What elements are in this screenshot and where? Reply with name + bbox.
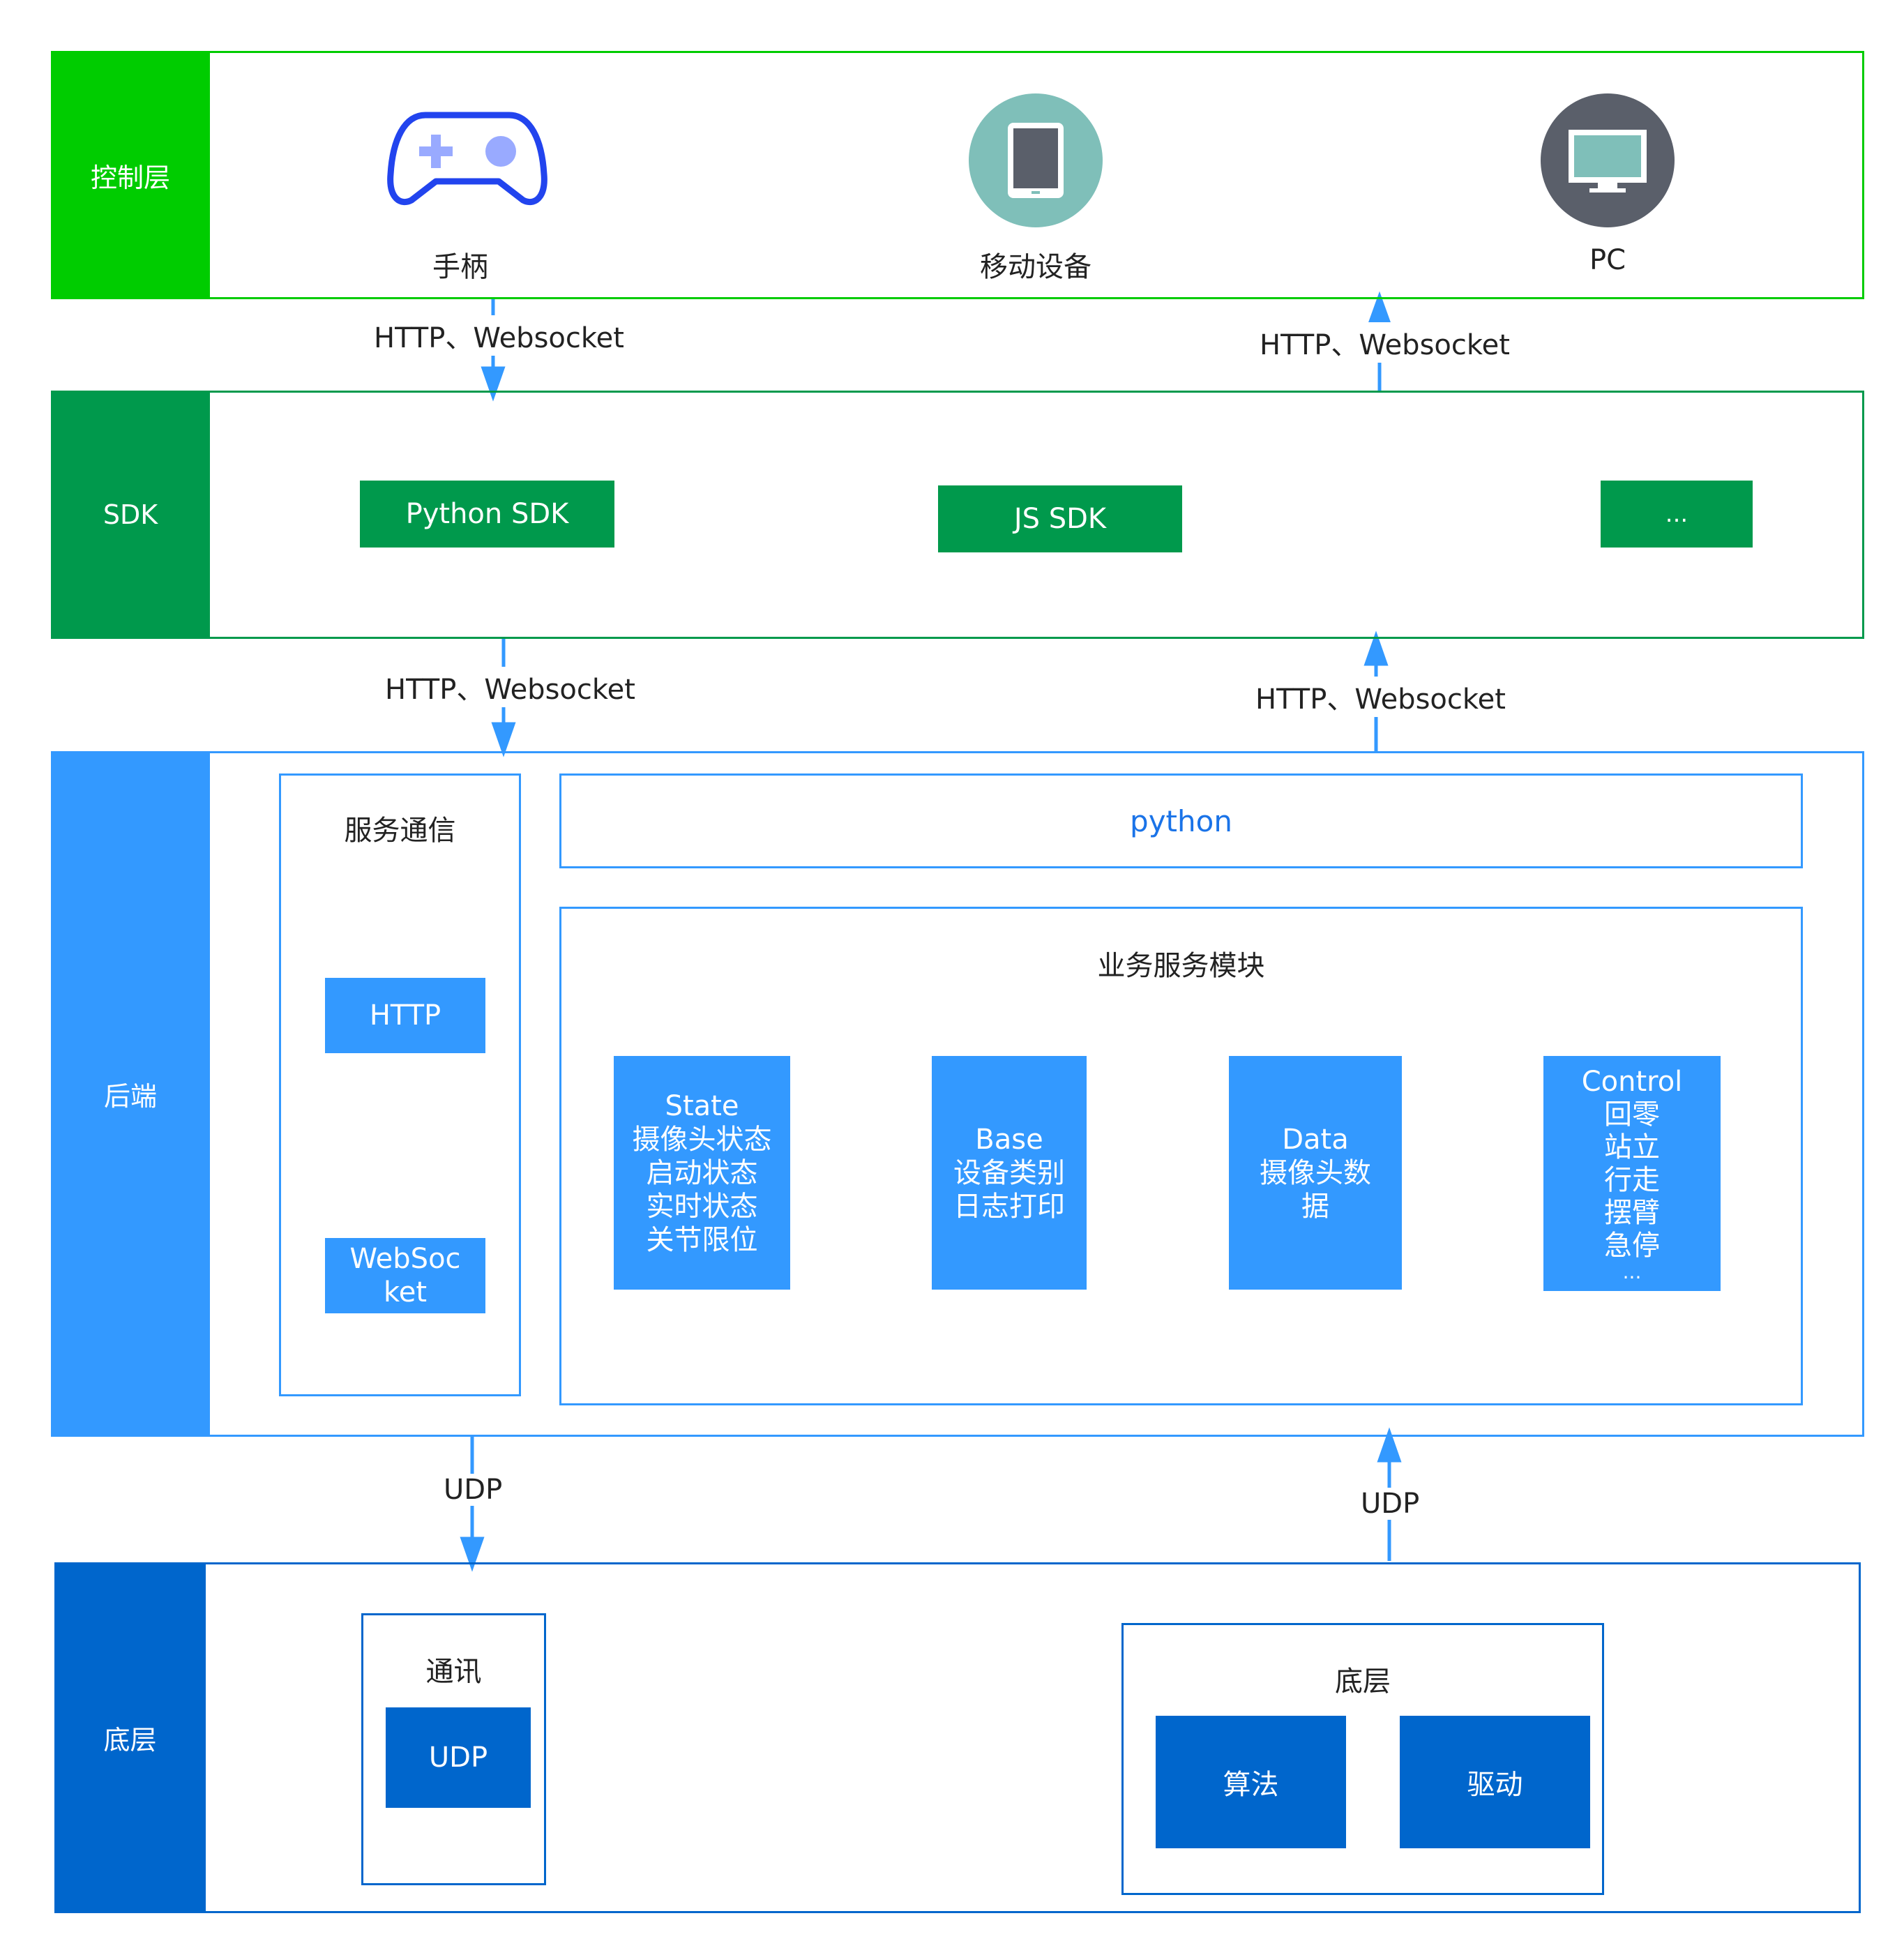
module-control-line: 急停: [1604, 1229, 1660, 1262]
business-modules-box: [559, 907, 1803, 1405]
device-label-mobile: 移动设备: [980, 251, 1091, 283]
control-layer-label: 控制层: [51, 51, 210, 299]
module-state-line: 实时状态: [646, 1190, 758, 1223]
service-comm-title: 服务通信: [344, 815, 456, 847]
websocket-line-1: WebSoc: [349, 1243, 461, 1275]
js-sdk-box: JS SDK: [938, 485, 1182, 552]
bottom-layer-label: 底层: [54, 1562, 206, 1913]
module-control-line: Control: [1581, 1065, 1683, 1098]
websocket-line-2: ket: [383, 1276, 428, 1308]
module-state: State 摄像头状态 启动状态 实时状态 关节限位: [614, 1056, 790, 1290]
bottom-comm-title: 通讯: [425, 1656, 482, 1688]
business-modules-title: 业务服务模块: [1097, 950, 1265, 982]
algorithm-box: 算法: [1156, 1716, 1346, 1848]
gamepad-icon: [387, 112, 547, 206]
module-state-line: 摄像头状态: [632, 1123, 772, 1156]
driver-box: 驱动: [1400, 1716, 1590, 1848]
monitor-icon: [1541, 93, 1675, 227]
module-base: Base 设备类别 日志打印: [932, 1056, 1087, 1290]
module-control-line: 回零: [1604, 1098, 1660, 1131]
backend-layer-label: 后端: [51, 751, 210, 1437]
arrow-label-sdk-control: HTTP、Websocket: [1255, 322, 1514, 363]
module-base-line: 日志打印: [953, 1190, 1065, 1223]
udp-box: UDP: [386, 1707, 531, 1808]
bottom-base-box: [1121, 1623, 1604, 1895]
more-sdk-box: ...: [1601, 481, 1753, 548]
arrow-label-backend-sdk: HTTP、Websocket: [1251, 677, 1510, 717]
device-label-gamepad: 手柄: [432, 251, 488, 283]
tablet-icon: [969, 93, 1103, 227]
device-label-pc: PC: [1589, 244, 1626, 276]
bottom-comm-box: [361, 1613, 546, 1885]
module-data-line: 据: [1301, 1190, 1329, 1223]
service-comm-box: [279, 773, 521, 1396]
module-base-line: 设备类别: [953, 1156, 1065, 1189]
module-state-line: State: [665, 1089, 739, 1122]
module-control-line: 摆臂: [1604, 1196, 1660, 1229]
arrow-label-sdk-backend: HTTP、Websocket: [381, 667, 640, 707]
module-control-line: 行走: [1604, 1163, 1660, 1196]
module-base-line: Base: [975, 1123, 1043, 1156]
websocket-box: WebSoc ket: [325, 1238, 485, 1313]
python-sdk-box: Python SDK: [360, 481, 614, 548]
module-state-line: 关节限位: [646, 1223, 758, 1256]
http-box: HTTP: [325, 978, 485, 1053]
arrow-label-control-sdk: HTTP、Websocket: [370, 315, 628, 356]
arrow-label-backend-bottom: UDP: [439, 1474, 507, 1506]
module-data-line: Data: [1282, 1123, 1349, 1156]
sdk-layer-label: SDK: [51, 391, 210, 639]
module-data-line: 摄像头数: [1260, 1156, 1371, 1189]
module-control-line: ...: [1622, 1260, 1642, 1283]
bottom-base-title: 底层: [1335, 1666, 1391, 1698]
module-data: Data 摄像头数 据: [1229, 1056, 1402, 1290]
arrow-label-bottom-backend: UDP: [1357, 1488, 1424, 1520]
module-control-line: 站立: [1604, 1131, 1660, 1163]
python-bar: python: [559, 773, 1803, 868]
module-state-line: 启动状态: [646, 1156, 758, 1189]
module-control: Control 回零 站立 行走 摆臂 急停 ...: [1543, 1056, 1721, 1291]
